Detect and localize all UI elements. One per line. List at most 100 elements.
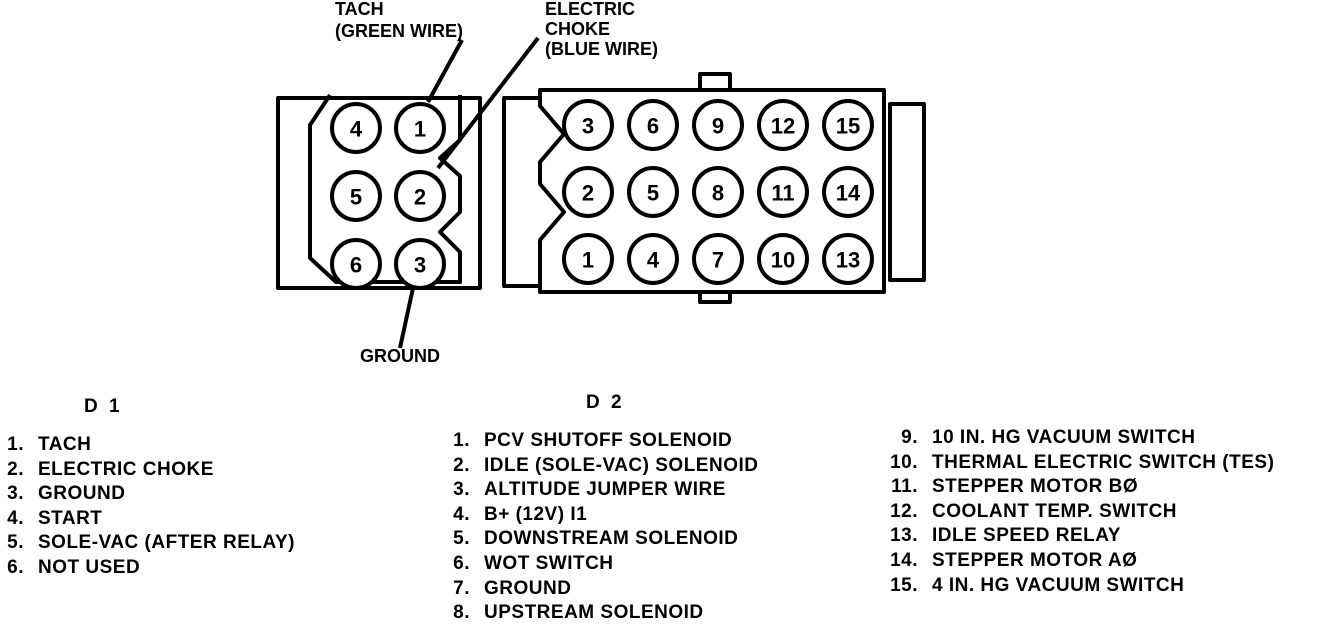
legend-item: 7. GROUND: [440, 577, 758, 602]
legend-item: 13.IDLE SPEED RELAY: [880, 524, 1274, 549]
d2-pin-3: 3: [562, 99, 614, 151]
d1-pin-circle: [394, 238, 446, 290]
d1-pin-6: 6: [330, 238, 382, 290]
legend-item: 3.ALTITUDE JUMPER WIRE: [440, 478, 758, 503]
tach-callout: TACH(GREEN WIRE): [335, 0, 463, 41]
legend-item-text: B+ (12V) I1: [484, 503, 588, 525]
d1-pin-3: 3: [394, 238, 446, 290]
legend-item-number: 12.: [890, 500, 918, 522]
legend-item: 14. STEPPER MOTOR AØ: [880, 549, 1274, 574]
d2-pin-circle: [757, 166, 809, 218]
d2-pin-circle: [757, 233, 809, 285]
legend-item-text: SOLE-VAC (AFTER RELAY): [38, 532, 295, 554]
d2-pin-label: 12: [771, 114, 795, 139]
d2-pin-circle: [822, 233, 874, 285]
d2-pin-10: 10: [757, 233, 809, 285]
legend-item-text: GROUND: [484, 577, 572, 599]
d2-bottom-latch: [698, 290, 732, 304]
legend-item-text: STEPPER MOTOR BØ: [932, 476, 1139, 498]
d2-pin-circle: [692, 99, 744, 151]
d1-connector: [276, 93, 482, 290]
legend-item: 6. WOT SWITCH: [440, 552, 758, 577]
d1-housing-inner: [308, 93, 462, 284]
legend-item-number: 4.: [7, 507, 24, 529]
d2-pin-label: 8: [712, 181, 724, 206]
legend-item-number: 4.: [453, 503, 470, 525]
legend-item-text: 4 IN. HG VACUUM SWITCH: [932, 574, 1185, 596]
d2-pin-7: 7: [692, 233, 744, 285]
d2-pin-9: 9: [692, 99, 744, 151]
d2-pin-14: 14: [822, 166, 874, 218]
d2-pin-circle: [822, 99, 874, 151]
legend-item: 5.SOLE-VAC (AFTER RELAY): [2, 531, 295, 556]
choke-leader-line: [436, 36, 540, 170]
legend-item-number: 15.: [890, 574, 918, 596]
d2-pin-circle: [692, 233, 744, 285]
d2-pin-15: 15: [822, 99, 874, 151]
d2-pin-circle: [627, 99, 679, 151]
d1-pin-2: 2: [394, 170, 446, 222]
d2-pin-13: 13: [822, 233, 874, 285]
d1-pin-circle: [330, 238, 382, 290]
d2-pin-6: 6: [627, 99, 679, 151]
d2-pin-label: 15: [836, 114, 860, 139]
legend-item: 5.DOWNSTREAM SOLENOID: [440, 527, 758, 552]
legend-item: 10.THERMAL ELECTRIC SWITCH (TES): [880, 451, 1274, 476]
legend-item-number: 9.: [901, 427, 918, 448]
d2-pin-label: 14: [836, 181, 861, 206]
legend-item-number: 3.: [453, 479, 470, 501]
d2-pin-circle: [757, 99, 809, 151]
d2-pin-4: 4: [627, 233, 679, 285]
d1-pin-label: 6: [350, 253, 362, 278]
legend-item: 4. B+ (12V) I1: [440, 503, 758, 528]
legend-item-text: ELECTRIC CHOKE: [38, 458, 214, 480]
d2-pin-8: 8: [692, 166, 744, 218]
legend-item: 11. STEPPER MOTOR BØ: [880, 475, 1274, 500]
legend-item-text: THERMAL ELECTRIC SWITCH (TES): [932, 451, 1275, 473]
legend-item: 1.PCV SHUTOFF SOLENOID: [440, 429, 758, 454]
d1-pin-1: 1: [394, 102, 446, 154]
legend-item-number: 2.: [453, 454, 470, 476]
d2-pin-label: 5: [647, 181, 659, 206]
legend-item-number: 7.: [453, 577, 470, 599]
d1-pin-circle: [330, 170, 382, 222]
legend-item-text: PCV SHUTOFF SOLENOID: [484, 430, 733, 451]
leader-lines: [398, 36, 540, 349]
legend-item-number: 6.: [7, 556, 24, 578]
d1-pin-5: 5: [330, 170, 382, 222]
tach-leader-line: [426, 39, 464, 103]
legend-item-text: START: [38, 507, 103, 529]
legend-item-number: 11.: [891, 476, 918, 498]
legend-item-text: STEPPER MOTOR AØ: [932, 549, 1138, 571]
d2-pin-1: 1: [562, 233, 614, 285]
legend-item: 4. START: [2, 507, 295, 532]
legend-item-number: 1.: [7, 434, 24, 455]
legend-item: 12. COOLANT TEMP. SWITCH: [880, 500, 1274, 525]
d2-pin-label: 2: [582, 181, 594, 206]
d1-pin-4: 4: [330, 102, 382, 154]
legend-item-number: 6.: [453, 552, 470, 574]
d2-pin-12: 12: [757, 99, 809, 151]
legend-item-text: WOT SWITCH: [484, 552, 614, 574]
legend-item-number: 3.: [7, 483, 24, 505]
legend-item-number: 14.: [890, 549, 918, 571]
legend-item: 6. NOT USED: [2, 556, 295, 581]
d2-pin-2: 2: [562, 166, 614, 218]
d2-pin-circle: [692, 166, 744, 218]
legend-item: 15. 4 IN. HG VACUUM SWITCH: [880, 574, 1274, 599]
d2-pin-label: 3: [582, 114, 594, 139]
legend-item-text: COOLANT TEMP. SWITCH: [932, 500, 1178, 522]
d2-pin-circle: [822, 166, 874, 218]
legend-item-number: 5.: [453, 528, 470, 550]
ground-callout: GROUND: [360, 346, 440, 366]
d2-top-latch: [698, 72, 732, 92]
legend-item: 8.UPSTREAM SOLENOID: [440, 601, 758, 626]
legend-item-text: NOT USED: [38, 556, 141, 578]
d1-housing-outer: [276, 96, 482, 290]
